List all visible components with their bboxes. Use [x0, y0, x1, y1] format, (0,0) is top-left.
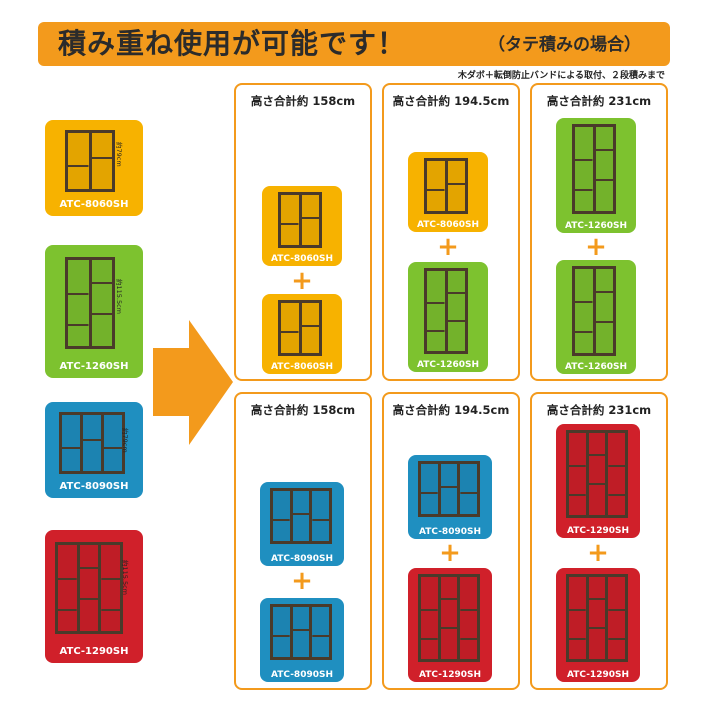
combo-top-model: ATC-8090SH: [418, 527, 481, 537]
combo-bottom-card: ATC-8090SH: [260, 598, 344, 682]
plus-icon: +: [437, 232, 459, 262]
product-card-atc-8060sh: 約79cm ATC-8060SH: [45, 120, 143, 216]
combo-total-height: 高さ合計約 158cm: [250, 94, 356, 108]
combo-top-card: ATC-8090SH: [408, 455, 492, 539]
combo-top-model: ATC-8090SH: [270, 554, 333, 564]
product-model-label: ATC-8090SH: [59, 481, 129, 492]
product-card-atc-1290sh: 約115.5cm ATC-1290SH: [45, 530, 143, 663]
plus-icon: +: [585, 232, 607, 262]
product-card-atc-1260sh: 約115.5cm ATC-1260SH: [45, 245, 143, 378]
product-model-label: ATC-1290SH: [59, 646, 129, 657]
shelf-image: [566, 574, 628, 662]
shelf-image: [424, 268, 468, 354]
stacking-note: 木ダボ＋転倒防止バンドによる取付、２段積みまで: [457, 71, 665, 81]
combo-top-card: ATC-8060SH: [408, 152, 488, 232]
combo-total-height: 高さ合計約 231cm: [546, 403, 652, 417]
combo-bottom-card: ATC-1260SH: [556, 260, 636, 374]
banner-subtitle: （タテ積みの場合）: [488, 35, 641, 55]
shelf-image: [278, 300, 322, 356]
shelf-image: [572, 124, 616, 214]
shelf-image: [418, 574, 480, 662]
product-height-label: 約79cm: [121, 428, 129, 453]
product-card-atc-8090sh: 約79cm ATC-8090SH: [45, 402, 143, 498]
shelf-image: [59, 412, 125, 474]
plus-icon: +: [587, 538, 609, 568]
combo-top-model: ATC-1260SH: [564, 221, 627, 231]
combo-bottom-model: ATC-1290SH: [418, 670, 481, 680]
combo-top-card: ATC-1260SH: [556, 118, 636, 233]
plus-icon: +: [291, 266, 313, 296]
header-banner: [38, 22, 670, 66]
combo-bottom-model: ATC-1260SH: [416, 360, 479, 370]
product-height-label: 約79cm: [115, 142, 123, 167]
shelf-image: [65, 130, 115, 192]
combo-top-model: ATC-8060SH: [270, 254, 333, 264]
combo-bottom-card: ATC-1260SH: [408, 262, 488, 372]
combo-bottom-model: ATC-1290SH: [566, 670, 629, 680]
shelf-image: [65, 257, 115, 349]
combo-total-height: 高さ合計約 194.5cm: [392, 94, 510, 108]
shelf-image: [418, 461, 480, 517]
combo-top-model: ATC-8060SH: [416, 220, 479, 230]
plus-icon: +: [291, 566, 313, 596]
product-height-label: 約115.5cm: [115, 279, 123, 315]
right-arrow-icon: [153, 320, 233, 445]
shelf-image: [566, 430, 628, 518]
combo-top-model: ATC-1290SH: [566, 526, 629, 536]
combo-bottom-model: ATC-8090SH: [270, 670, 333, 680]
combo-bottom-model: ATC-8060SH: [270, 362, 333, 372]
combo-bottom-card: ATC-1290SH: [408, 568, 492, 682]
product-model-label: ATC-8060SH: [59, 199, 129, 210]
combo-total-height: 高さ合計約 158cm: [250, 403, 356, 417]
shelf-image: [424, 158, 468, 214]
plus-icon: +: [439, 538, 461, 568]
shelf-image: [270, 604, 332, 660]
combo-bottom-card: ATC-8060SH: [262, 294, 342, 374]
combo-bottom-model: ATC-1260SH: [564, 362, 627, 372]
shelf-image: [270, 488, 332, 544]
shelf-image: [55, 542, 123, 634]
combo-top-card: ATC-8060SH: [262, 186, 342, 266]
shelf-image: [572, 266, 616, 356]
combo-total-height: 高さ合計約 194.5cm: [392, 403, 510, 417]
combo-bottom-card: ATC-1290SH: [556, 568, 640, 682]
banner-title: 積み重ね使用が可能です！: [58, 27, 407, 60]
shelf-image: [278, 192, 322, 248]
combo-top-card: ATC-1290SH: [556, 424, 640, 538]
combo-top-card: ATC-8090SH: [260, 482, 344, 566]
product-height-label: 約115.5cm: [121, 560, 129, 596]
combo-total-height: 高さ合計約 231cm: [546, 94, 652, 108]
product-model-label: ATC-1260SH: [59, 361, 129, 372]
